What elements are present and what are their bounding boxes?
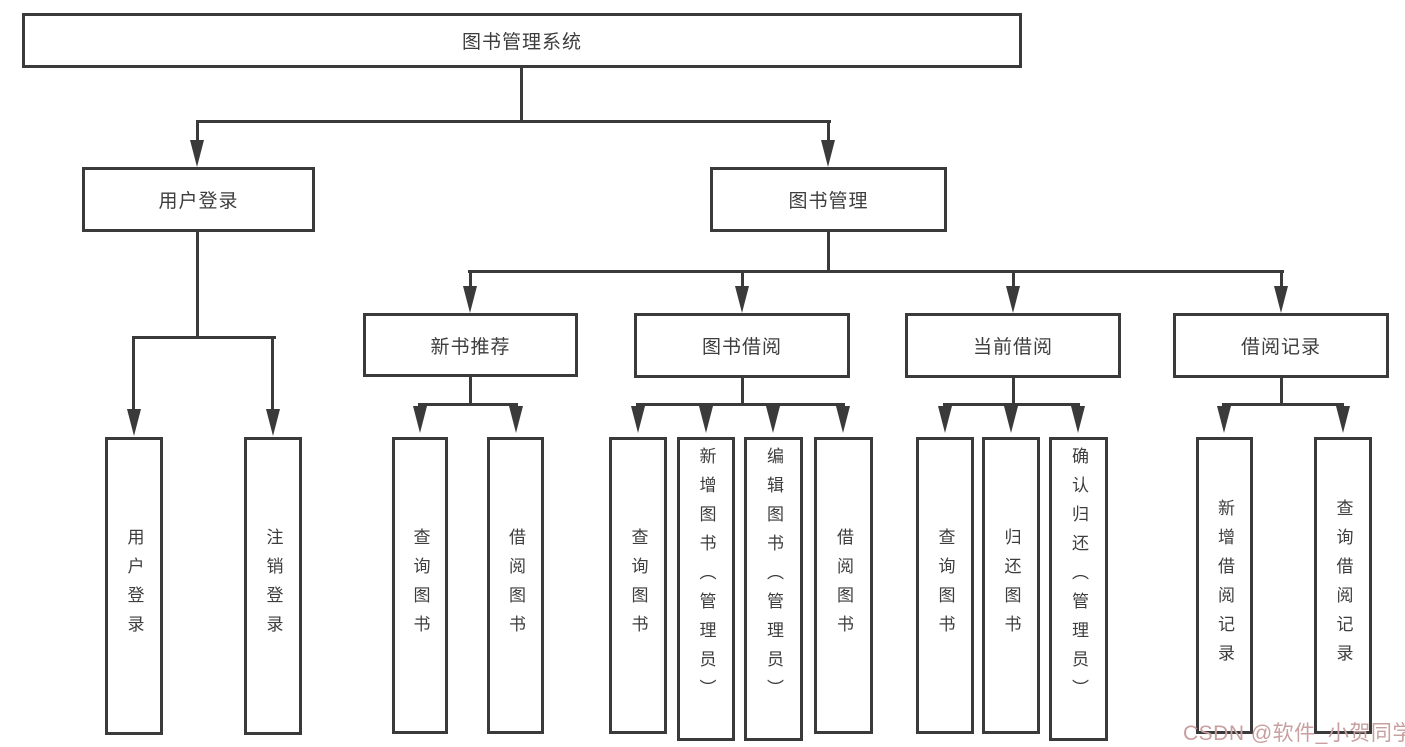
leaf-user-login: 用户登录 xyxy=(105,437,163,735)
connector-new-book-horizontal xyxy=(418,403,518,406)
arrow-down-icon xyxy=(699,406,713,433)
node-borrowing-records: 借阅记录 xyxy=(1173,313,1389,378)
leaf-bb-edit-books-admin: 编辑图书（管理员） xyxy=(744,437,803,741)
connector-book-borrowing-stub xyxy=(741,377,744,406)
connector-user-login-horizontal xyxy=(132,336,276,339)
leaf-bb-borrow-books: 借阅图书 xyxy=(814,437,873,734)
node-new-book-recommend: 新书推荐 xyxy=(363,313,578,377)
leaf-nb-borrow-books: 借阅图书 xyxy=(487,437,544,734)
connector-book-borrowing-horizontal xyxy=(636,403,845,406)
node-book-borrowing: 图书借阅 xyxy=(634,313,850,378)
connector-drop-current-borrowing xyxy=(1012,272,1015,288)
arrow-down-icon xyxy=(1004,406,1018,433)
node-book-management: 图书管理 xyxy=(710,167,947,232)
connector-borrowing-records-horizontal xyxy=(1222,403,1344,406)
arrow-down-icon xyxy=(1217,406,1231,433)
arrow-down-icon xyxy=(1071,406,1085,433)
arrow-down-icon xyxy=(631,406,645,433)
arrow-down-icon xyxy=(509,406,523,433)
connector-borrowing-records-stub xyxy=(1280,377,1283,406)
connector-user-login-stub xyxy=(196,232,199,338)
leaf-cb-return-books: 归还图书 xyxy=(982,437,1040,734)
arrow-down-icon xyxy=(190,140,204,167)
connector-current-borrowing-horizontal xyxy=(943,403,1080,406)
connector-drop-new-book xyxy=(469,272,472,288)
leaf-nb-query-books: 查询图书 xyxy=(392,437,448,734)
arrow-down-icon xyxy=(938,406,952,433)
leaf-cb-confirm-return-admin: 确认归还（管理员） xyxy=(1049,437,1108,741)
leaf-br-add-record: 新增借阅记录 xyxy=(1196,437,1253,734)
arrow-down-icon xyxy=(127,409,141,436)
connector-drop-leaf-user-login xyxy=(132,338,135,412)
leaf-br-query-record: 查询借阅记录 xyxy=(1314,437,1372,734)
node-root-library-management-system: 图书管理系统 xyxy=(22,13,1022,68)
arrow-down-icon xyxy=(266,409,280,436)
connector-root-stub xyxy=(520,68,523,122)
connector-level2-horizontal xyxy=(468,270,1284,273)
arrow-down-icon xyxy=(413,406,427,433)
leaf-cb-query-books: 查询图书 xyxy=(916,437,974,734)
leaf-bb-query-books: 查询图书 xyxy=(609,437,667,734)
arrow-down-icon xyxy=(836,406,850,433)
connector-book-management-stub xyxy=(827,232,830,272)
arrow-down-icon xyxy=(735,286,749,313)
arrow-down-icon xyxy=(463,286,477,313)
csdn-watermark: CSDN @软件_小贺同学 xyxy=(1183,722,1405,745)
connector-current-borrowing-stub xyxy=(1012,377,1015,406)
leaf-bb-add-books-admin: 新增图书（管理员） xyxy=(677,437,735,741)
connector-drop-leaf-logout xyxy=(271,338,274,412)
connector-drop-user-login xyxy=(196,122,199,144)
connector-level1-horizontal xyxy=(196,120,831,123)
connector-drop-book-management xyxy=(827,122,830,144)
node-user-login: 用户登录 xyxy=(82,167,315,232)
arrow-down-icon xyxy=(821,140,835,167)
arrow-down-icon xyxy=(1006,286,1020,313)
connector-drop-book-borrowing xyxy=(741,272,744,288)
arrow-down-icon xyxy=(1336,406,1350,433)
node-current-borrowing: 当前借阅 xyxy=(905,313,1121,378)
leaf-logout: 注销登录 xyxy=(244,437,302,735)
arrow-down-icon xyxy=(766,406,780,433)
connector-new-book-stub xyxy=(469,377,472,406)
arrow-down-icon xyxy=(1274,286,1288,313)
connector-drop-borrowing-records xyxy=(1280,272,1283,288)
